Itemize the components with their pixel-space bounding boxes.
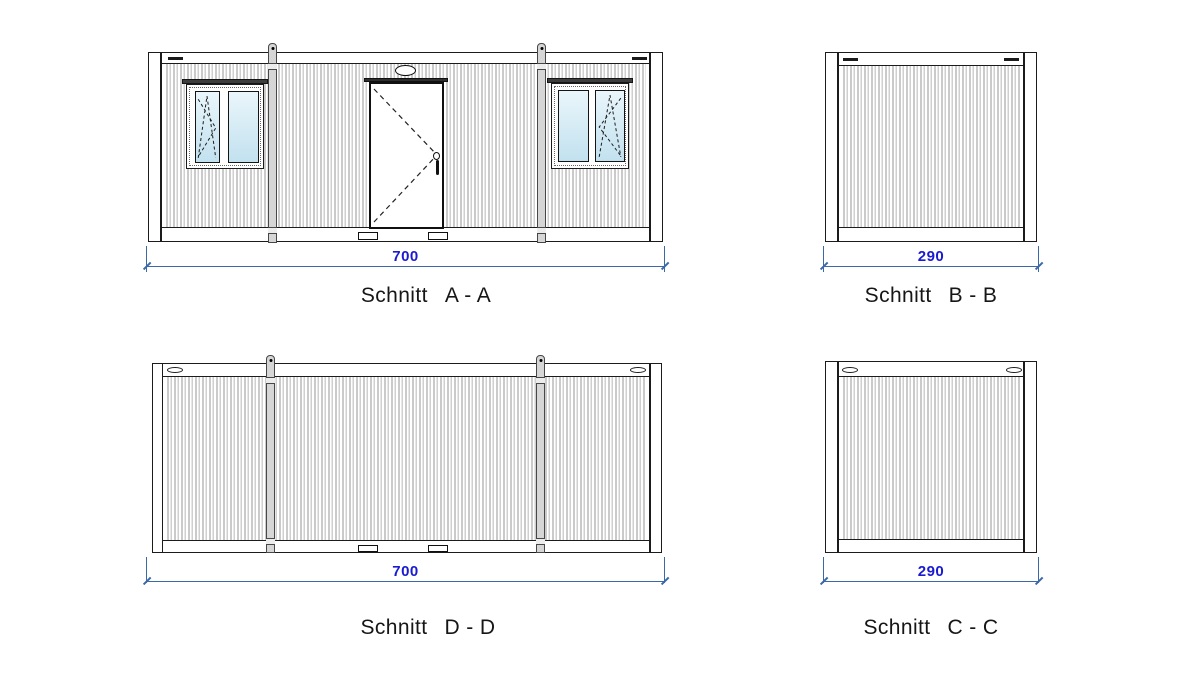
container-body <box>838 361 1024 553</box>
view-label: Schnitt D - D <box>168 616 688 640</box>
dimension-value: 290 <box>917 563 945 580</box>
view-label-word: Schnitt <box>863 616 931 639</box>
view-schnitt-c-c: 290 Schnitt C - C <box>819 361 1044 655</box>
corner-marker-oval <box>630 367 646 373</box>
corner-marker-oval <box>1006 367 1022 373</box>
step-plate <box>428 545 448 552</box>
roof-rail <box>839 362 1023 377</box>
view-label-section: C - C <box>947 616 999 639</box>
dimension-line <box>823 581 1039 583</box>
corner-column <box>650 52 663 242</box>
view-label-section: B - B <box>948 284 998 307</box>
corner-column <box>825 361 838 553</box>
dimension-line <box>146 581 665 583</box>
door-leaf <box>369 82 444 229</box>
corner-column <box>650 363 662 553</box>
dimension-extension-line <box>146 246 148 272</box>
floor-rail <box>162 227 649 241</box>
floor-rail <box>839 227 1023 241</box>
view-label-section: A - A <box>444 284 492 307</box>
dimension-extension-line <box>1038 557 1040 583</box>
dimension-extension-line <box>1038 246 1040 272</box>
dimension-line <box>823 266 1039 268</box>
coupling-post-joint <box>266 538 275 545</box>
window-lintel <box>547 78 633 83</box>
coupling-post-joint <box>268 227 277 234</box>
roof-rail <box>163 364 649 377</box>
view-schnitt-d-d: 700 Schnitt D - D <box>142 355 670 655</box>
door-lock-icon <box>433 152 440 160</box>
dimension-extension-line <box>664 246 666 272</box>
coupling-post-joint <box>536 377 545 384</box>
window-right <box>551 83 629 169</box>
dimension-value: 700 <box>392 563 419 580</box>
window-opening-symbol-icon <box>197 96 217 158</box>
view-label: Schnitt C - C <box>823 616 1039 640</box>
door-handle-icon <box>436 160 439 175</box>
coupling-post <box>536 355 545 553</box>
corner-marker-oval <box>167 367 183 373</box>
corner-column <box>825 52 838 242</box>
corner-marker-oval <box>842 367 858 373</box>
corner-marker-dash <box>843 58 858 61</box>
container-body <box>838 52 1024 242</box>
window-pane-fixed <box>228 91 259 163</box>
view-label: Schnitt B - B <box>823 284 1039 308</box>
coupling-post-joint <box>268 63 277 70</box>
dimension-value: 700 <box>392 248 419 265</box>
floor-rail <box>839 539 1023 552</box>
view-label-word: Schnitt <box>360 616 428 639</box>
step-plate <box>428 232 448 240</box>
coupling-post-joint <box>266 377 275 384</box>
corner-marker-dash <box>632 57 647 60</box>
window-pane-fixed <box>558 90 589 162</box>
roof-rail <box>839 53 1023 66</box>
dimension-value: 290 <box>917 248 945 265</box>
view-label-word: Schnitt <box>864 284 932 307</box>
window-pane-openable <box>595 90 625 162</box>
corner-column <box>1024 52 1037 242</box>
roof-rail <box>162 53 649 64</box>
view-label-word: Schnitt <box>360 284 428 307</box>
door-lintel <box>364 78 448 82</box>
dimension-extension-line <box>823 246 825 272</box>
view-schnitt-a-a: 700 Schnitt A - A <box>142 43 670 353</box>
corner-column <box>1024 361 1037 553</box>
dimension-extension-line <box>664 557 666 583</box>
coupling-post-joint <box>537 63 546 70</box>
coupling-post-pin <box>540 47 543 50</box>
corrugated-wall <box>166 377 646 540</box>
coupling-post <box>266 355 275 553</box>
step-plate <box>358 232 378 240</box>
corner-marker-dash <box>1004 58 1019 61</box>
corrugated-wall <box>842 66 1020 227</box>
door-swing-symbol-icon <box>373 88 438 223</box>
window-lintel <box>182 79 268 84</box>
coupling-post-pin <box>271 47 274 50</box>
window-opening-symbol-icon <box>598 95 622 157</box>
window-pane-openable <box>195 91 220 163</box>
corner-marker-dash <box>168 57 183 60</box>
dimension-line <box>146 266 665 268</box>
floor-rail <box>163 540 649 552</box>
corner-column <box>148 52 161 242</box>
container-body <box>162 363 650 553</box>
coupling-post-pin <box>269 359 272 362</box>
step-plate <box>358 545 378 552</box>
window-left <box>186 84 264 169</box>
dimension-extension-line <box>823 557 825 583</box>
coupling-post-joint <box>537 227 546 234</box>
coupling-post-joint <box>536 538 545 545</box>
coupling-post-pin <box>539 359 542 362</box>
view-label-section: D - D <box>444 616 496 639</box>
view-label: Schnitt A - A <box>166 284 686 308</box>
view-schnitt-b-b: 290 Schnitt B - B <box>819 52 1044 352</box>
coupling-post <box>537 43 546 243</box>
door-lamp-oval <box>395 65 416 76</box>
corrugated-wall <box>842 377 1020 539</box>
dimension-extension-line <box>146 557 148 583</box>
coupling-post <box>268 43 277 243</box>
